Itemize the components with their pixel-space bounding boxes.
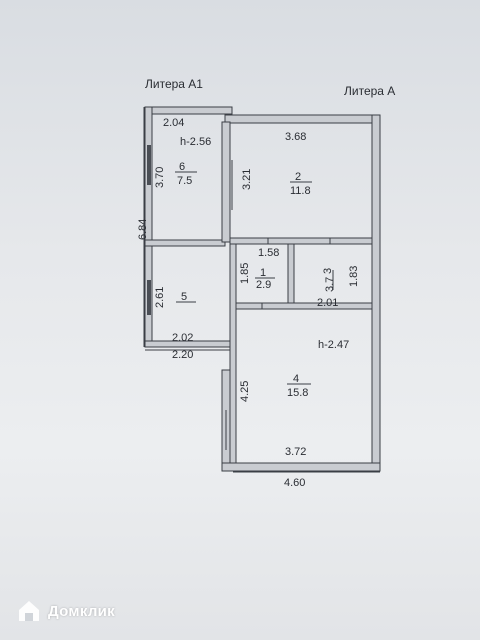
- annex-a1-walls: [144, 106, 233, 348]
- dim-4-60: 4.60: [284, 477, 305, 489]
- height-2-56: h-2.56: [180, 136, 211, 148]
- room-2-area: 11.8: [290, 185, 311, 197]
- window-room-6: [147, 145, 151, 185]
- dim-2-20: 2.20: [172, 349, 193, 361]
- dim-1-83: 1.83: [348, 266, 360, 287]
- room-6-area: 7.5: [177, 175, 192, 187]
- dim-1-85: 1.85: [239, 263, 251, 284]
- house-a-walls: [221, 114, 381, 472]
- dim-3-72: 3.72: [285, 446, 306, 458]
- domclick-watermark: Домклик: [16, 598, 115, 624]
- dim-2-01: 2.01: [317, 297, 338, 309]
- dim-2-02: 2.02: [172, 332, 193, 344]
- dim-3-21: 3.21: [241, 169, 253, 190]
- watermark-brand-text: Домклик: [48, 602, 115, 620]
- litera-a-title: Литера А: [344, 84, 395, 98]
- height-2-47: h-2.47: [318, 339, 349, 351]
- room-2-number: 2: [295, 171, 301, 183]
- room-1-area: 2.9: [256, 279, 271, 291]
- dim-3-70: 3.70: [154, 167, 166, 188]
- dim-2-61: 2.61: [154, 287, 166, 308]
- dim-3-68: 3.68: [285, 131, 306, 143]
- litera-a1-title: Литера А1: [145, 77, 203, 91]
- dim-4-25: 4.25: [239, 381, 251, 402]
- window-room-5: [147, 280, 151, 315]
- room-6-number: 6: [179, 161, 185, 173]
- dim-2-04: 2.04: [163, 117, 184, 129]
- dim-1-58: 1.58: [258, 247, 279, 259]
- room-4-number: 4: [293, 373, 299, 385]
- room-3-number: 3: [322, 268, 334, 274]
- house-logo-icon: [19, 601, 39, 621]
- room-1-number: 1: [260, 267, 266, 279]
- room-5-number: 5: [181, 291, 187, 303]
- dim-6-84: 6.84: [137, 219, 149, 240]
- room-4-area: 15.8: [287, 387, 308, 399]
- room-3-area: 3.7: [324, 277, 336, 292]
